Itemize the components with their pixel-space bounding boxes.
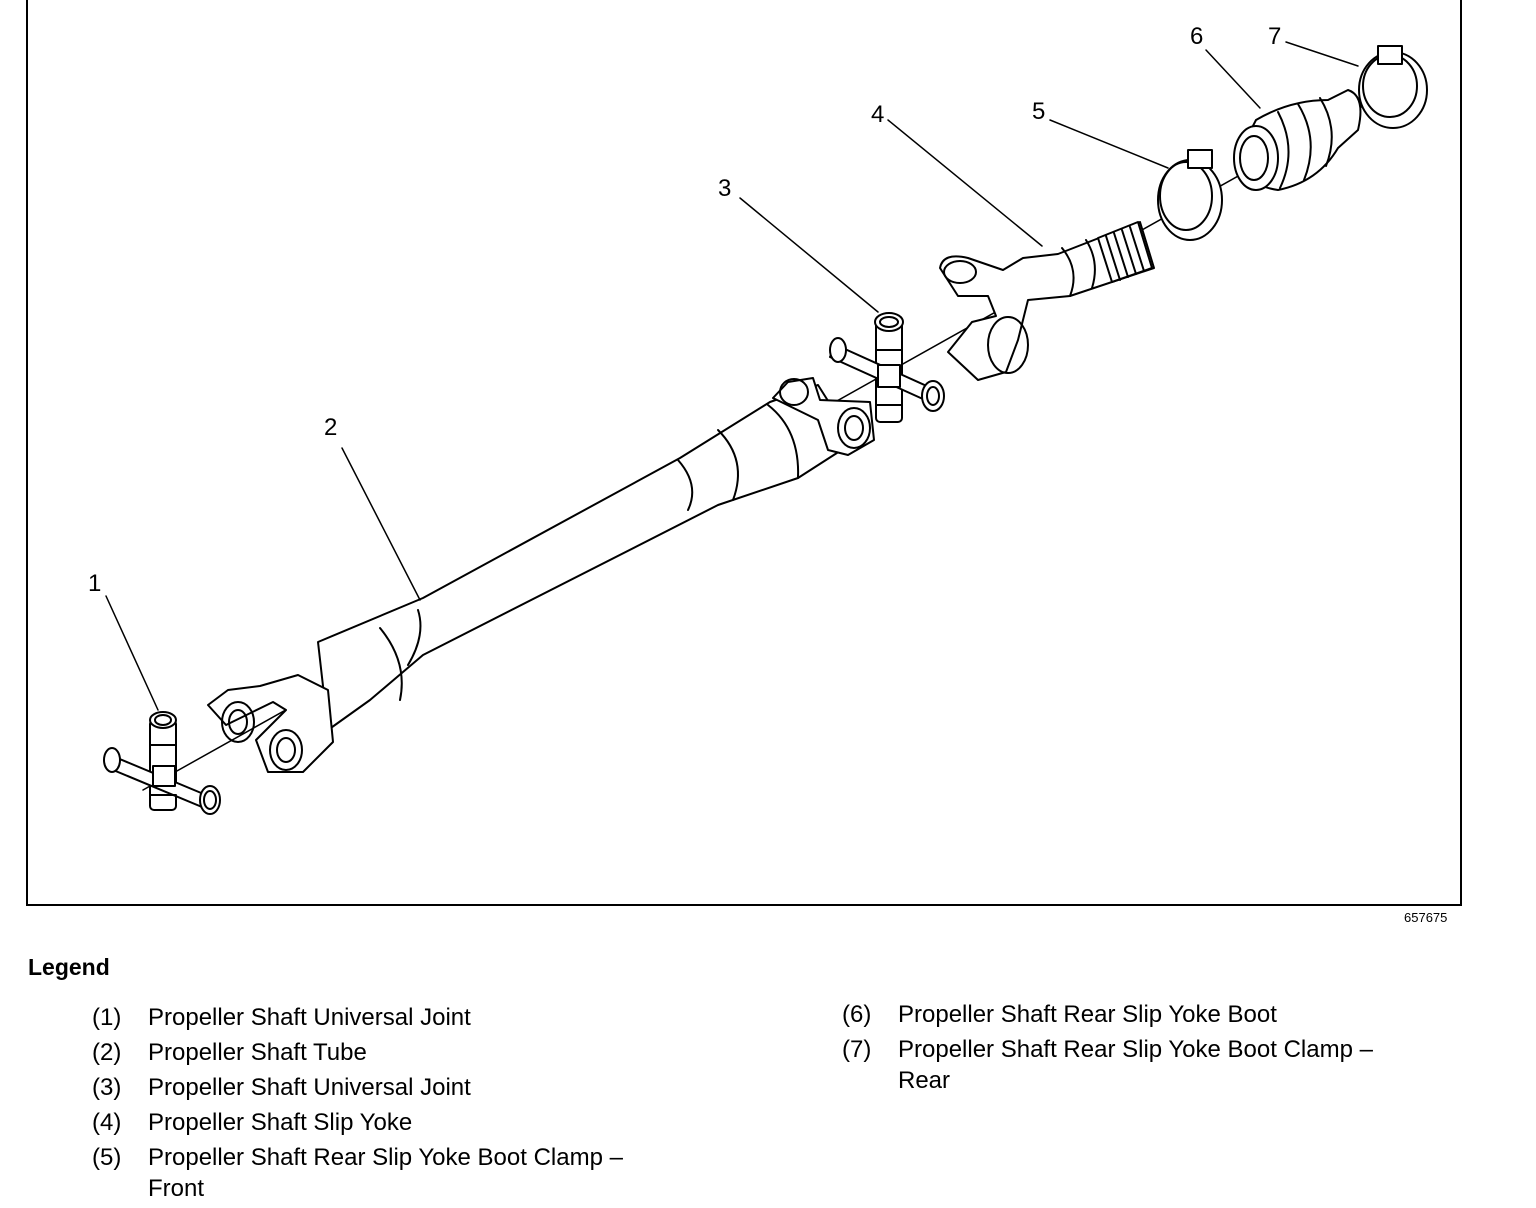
legend-title: Legend (28, 954, 110, 980)
legend-item-text: Propeller Shaft Rear Slip Yoke Boot (898, 1001, 1277, 1028)
legend-item-number: (2) (92, 1039, 122, 1066)
callout-6: 6 (1190, 23, 1204, 50)
legend-item-number: (5) (92, 1144, 122, 1171)
legend-column-left: (1) Propeller Shaft Universal Joint (2) … (92, 1002, 652, 1208)
callout-7: 7 (1268, 23, 1282, 50)
callout-1: 1 (88, 570, 102, 597)
legend-item-text: Propeller Shaft Rear Slip Yoke Boot Clam… (148, 1144, 623, 1202)
figure-id: 657675 (1404, 910, 1448, 925)
legend-item: (7) Propeller Shaft Rear Slip Yoke Boot … (842, 1034, 1402, 1096)
legend-item-number: (7) (842, 1036, 872, 1063)
legend-item: (4) Propeller Shaft Slip Yoke (92, 1107, 652, 1138)
legend-item-number: (6) (842, 1001, 872, 1028)
slip-yoke-boot (1233, 89, 1362, 191)
legend-item-text: Propeller Shaft Rear Slip Yoke Boot Clam… (898, 1036, 1373, 1094)
legend-item-number: (1) (92, 1004, 122, 1031)
callout-3: 3 (718, 175, 732, 202)
rear-universal-joint (829, 312, 945, 423)
legend-item: (2) Propeller Shaft Tube (92, 1037, 652, 1068)
propeller-shaft-tube (207, 377, 875, 773)
callout-leader-lines (105, 41, 1359, 711)
callout-5: 5 (1032, 98, 1046, 125)
legend-column-right: (6) Propeller Shaft Rear Slip Yoke Boot … (842, 999, 1402, 1100)
callout-2: 2 (324, 414, 338, 441)
front-universal-joint (103, 711, 221, 815)
slip-yoke (939, 221, 1155, 381)
legend-item-text: Propeller Shaft Universal Joint (148, 1074, 471, 1101)
legend-item-text: Propeller Shaft Slip Yoke (148, 1109, 413, 1136)
legend-item-text: Propeller Shaft Universal Joint (148, 1004, 471, 1031)
callout-4: 4 (871, 101, 885, 128)
legend-item-number: (3) (92, 1074, 122, 1101)
legend-item-number: (4) (92, 1109, 122, 1136)
legend-item-text: Propeller Shaft Tube (148, 1039, 367, 1066)
propeller-shaft-drawing (103, 41, 1428, 815)
legend-item: (3) Propeller Shaft Universal Joint (92, 1072, 652, 1103)
rear-boot-clamp (1358, 45, 1428, 129)
legend-item: (6) Propeller Shaft Rear Slip Yoke Boot (842, 999, 1402, 1030)
front-boot-clamp (1157, 149, 1223, 241)
legend-item: (1) Propeller Shaft Universal Joint (92, 1002, 652, 1033)
legend-item: (5) Propeller Shaft Rear Slip Yoke Boot … (92, 1142, 652, 1204)
exploded-view-figure: 1 2 3 4 5 6 7 (26, 0, 1462, 906)
